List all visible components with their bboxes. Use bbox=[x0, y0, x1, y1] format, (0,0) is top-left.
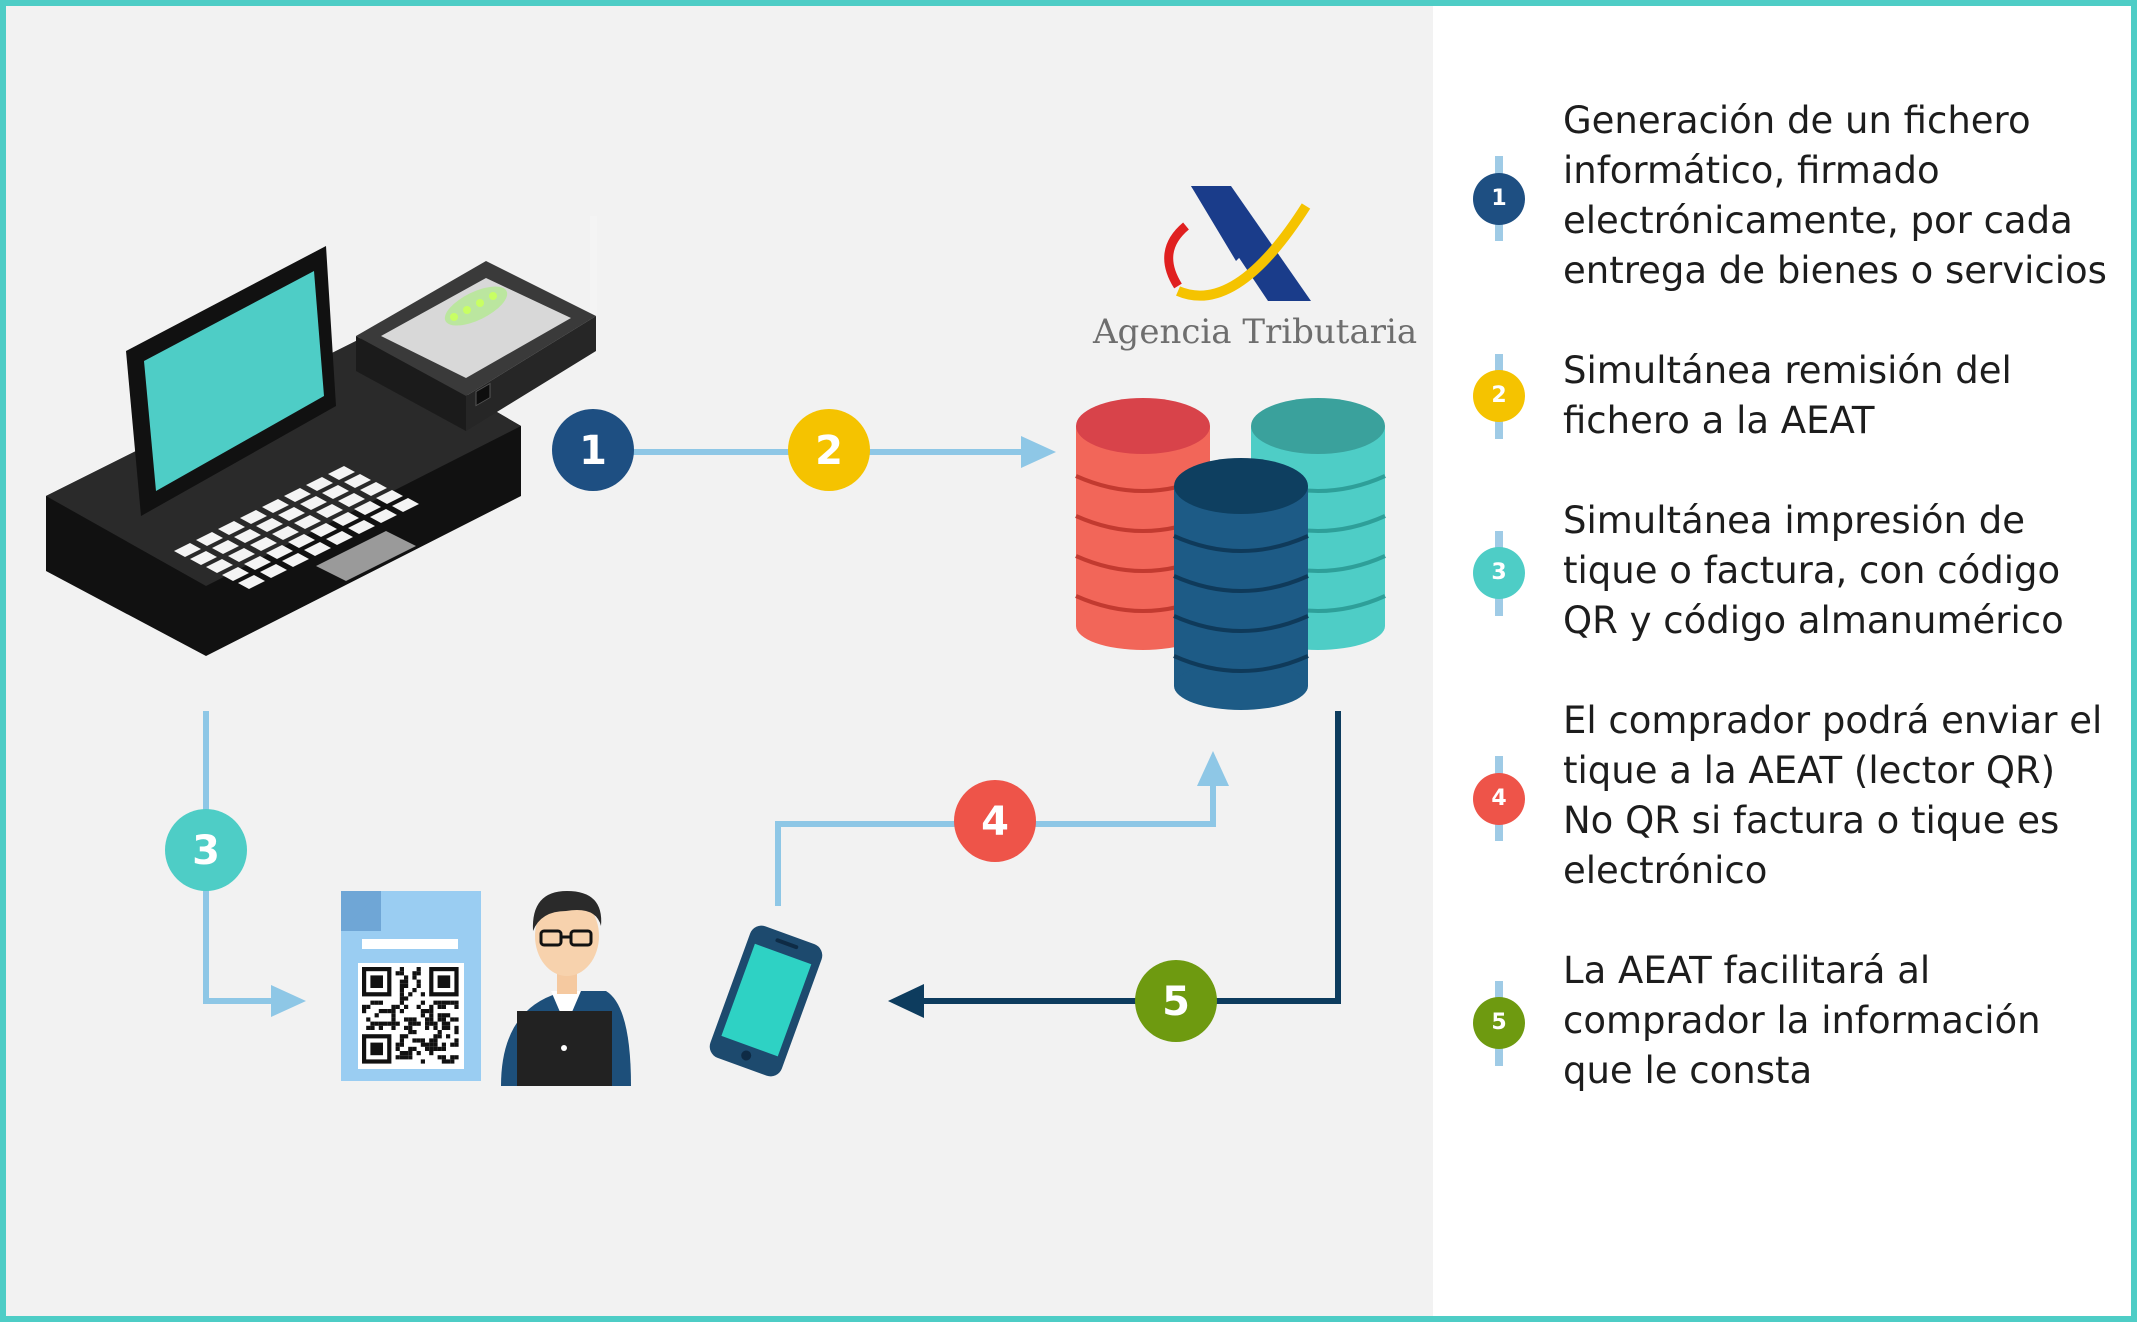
legend-item-1: 1 Generación de un fichero informático, … bbox=[1433, 96, 2131, 306]
legend-panel: 1 Generación de un fichero informático, … bbox=[1433, 6, 2131, 1316]
diagram-panel: Agencia Tributaria bbox=[6, 6, 1433, 1316]
legend-item-2: 2 Simultánea remisión del fichero a la A… bbox=[1433, 346, 2131, 456]
legend-text: Simultánea remisión del fichero a la AEA… bbox=[1563, 349, 2012, 442]
agency-name-text: Agencia Tributaria bbox=[1092, 312, 1417, 352]
step-badge-3: 3 bbox=[165, 809, 247, 891]
arrow-step-5 bbox=[888, 711, 1341, 1018]
diagram-canvas: Agencia Tributaria bbox=[46, 186, 1417, 1086]
legend-text: Simultánea impresión de tique o factura,… bbox=[1563, 499, 2064, 642]
svg-text:2: 2 bbox=[815, 428, 843, 474]
legend-number-badge: 5 bbox=[1473, 997, 1525, 1049]
buyer-person-icon bbox=[501, 891, 631, 1086]
laptop-screen-icon bbox=[144, 271, 324, 491]
svg-text:1: 1 bbox=[579, 428, 607, 474]
legend-text: La AEAT facilitará al comprador la infor… bbox=[1563, 949, 2041, 1092]
router-icon bbox=[356, 216, 597, 431]
legend-text: Generación de un fichero informático, fi… bbox=[1563, 99, 2107, 292]
step-badge-1: 1 bbox=[552, 409, 634, 491]
arrow-step-3 bbox=[203, 711, 306, 1017]
legend-item-5: 5 La AEAT facilitará al comprador la inf… bbox=[1433, 946, 2131, 1106]
legend-text: El comprador podrá enviar el tique a la … bbox=[1563, 699, 2103, 892]
legend-number-badge: 4 bbox=[1473, 773, 1525, 825]
legend-number-badge: 3 bbox=[1473, 547, 1525, 599]
legend-item-4: 4 El comprador podrá enviar el tique a l… bbox=[1433, 696, 2131, 906]
step-badge-2: 2 bbox=[788, 409, 870, 491]
legend-number-badge: 1 bbox=[1473, 173, 1525, 225]
legend-number-badge: 2 bbox=[1473, 370, 1525, 422]
svg-text:4: 4 bbox=[981, 799, 1009, 845]
step-badge-4: 4 bbox=[954, 780, 1036, 862]
svg-text:5: 5 bbox=[1162, 979, 1190, 1025]
legend-item-3: 3 Simultánea impresión de tique o factur… bbox=[1433, 496, 2131, 656]
database-icon-navy bbox=[1173, 458, 1309, 710]
agencia-tributaria-logo: Agencia Tributaria bbox=[1092, 186, 1417, 352]
svg-text:3: 3 bbox=[192, 828, 220, 874]
smartphone-icon bbox=[709, 925, 823, 1077]
laptop-icon bbox=[46, 246, 521, 656]
step-badge-5: 5 bbox=[1135, 960, 1217, 1042]
qr-receipt-icon bbox=[341, 891, 481, 1081]
touchpad-icon bbox=[316, 531, 416, 581]
